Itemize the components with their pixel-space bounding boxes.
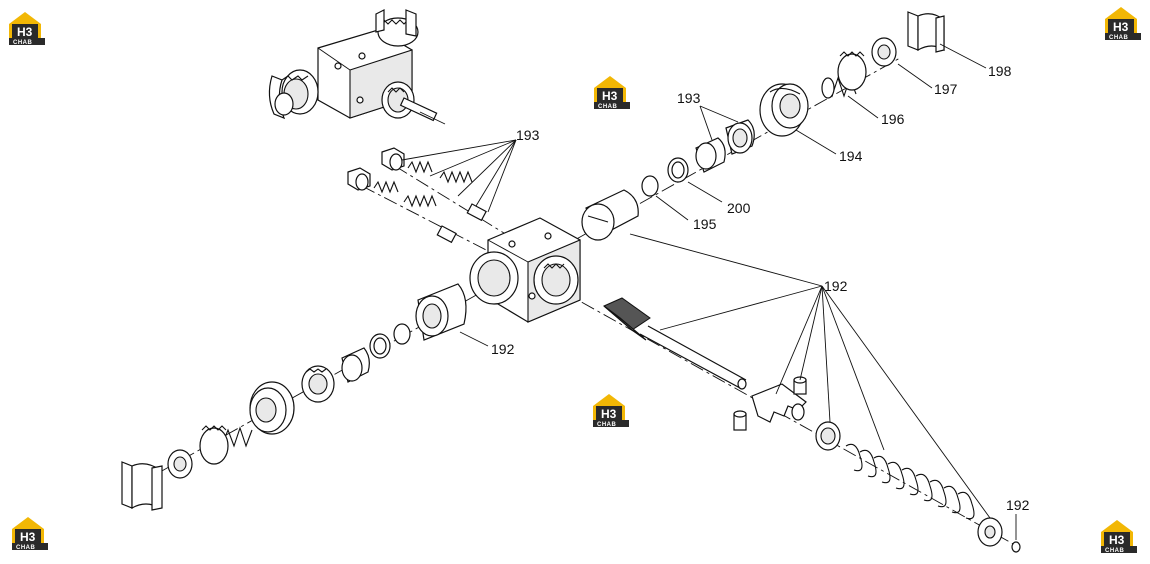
svg-text:CHAB: CHAB [1105,548,1124,554]
svg-text:CHAB: CHAB [597,422,616,428]
part-197-nut [871,37,897,67]
bushing-left-2 [301,365,335,403]
callout-196: 196 [881,111,905,127]
part-196-adjuster [821,51,867,99]
callout-193-top: 193 [516,127,540,143]
callout-192-left: 192 [491,341,515,357]
clip-left [121,461,163,511]
nut-left [167,449,193,479]
watermark-logo-bottom-left: H3 CHAB [12,517,48,551]
svg-text:CHAB: CHAB [16,545,35,551]
watermark-logo-top-left: H3 CHAB [9,12,45,46]
ring-left-1 [393,323,411,345]
part-200-ring [667,157,689,183]
watermark-logo-top-right: H3 CHAB [1105,7,1141,41]
bushing-left-1 [341,347,370,383]
callout-193-right: 193 [677,90,701,106]
axis-top-branch [394,165,513,239]
callout-200: 200 [727,200,751,216]
part-192-cylinder-left [415,283,467,341]
part-192-pin-lower [733,410,747,431]
svg-text:CHAB: CHAB [1109,35,1128,41]
svg-text:H3: H3 [1113,20,1129,34]
callout-197: 197 [934,81,958,97]
part-192-end-washer [977,517,1003,547]
svg-text:H3: H3 [602,89,618,103]
part-193-screws-springs [347,147,487,244]
watermark-logo-bottom-right: H3 CHAB [1101,520,1137,554]
leader-lines [401,43,1017,540]
watermark-logo-center-bottom: H3 CHAB [593,394,629,428]
svg-text:CHAB: CHAB [598,104,617,110]
svg-text:H3: H3 [601,407,617,421]
callout-192-bottom: 192 [1006,497,1030,513]
central-housing [469,217,581,323]
part-195-ring [641,175,659,197]
svg-text:H3: H3 [1109,533,1125,547]
watermark-logo-center-top: H3 CHAB [594,76,630,110]
part-192-stem [603,297,747,390]
part-192-spring [845,443,975,520]
part-198-clip [907,11,945,53]
ring-left-2 [369,333,391,359]
svg-text:H3: H3 [20,530,36,544]
callout-195: 195 [693,216,717,232]
callout-192-center: 192 [824,278,848,294]
callout-194: 194 [839,148,863,164]
part-194-cap [759,83,809,137]
part-192-washer [815,421,841,451]
svg-text:H3: H3 [17,25,33,39]
axis-lower-diagonal [559,289,1016,546]
part-192-cylinder-upper [581,189,639,241]
assembled-valve [268,9,446,125]
callout-198: 198 [988,63,1012,79]
cap-left [249,381,295,435]
svg-text:CHAB: CHAB [13,40,32,46]
part-192-o-ring [1011,541,1021,553]
adjuster-left [199,425,253,465]
part-193-bushings-right [695,119,755,173]
axis-upper-branch [361,185,491,253]
